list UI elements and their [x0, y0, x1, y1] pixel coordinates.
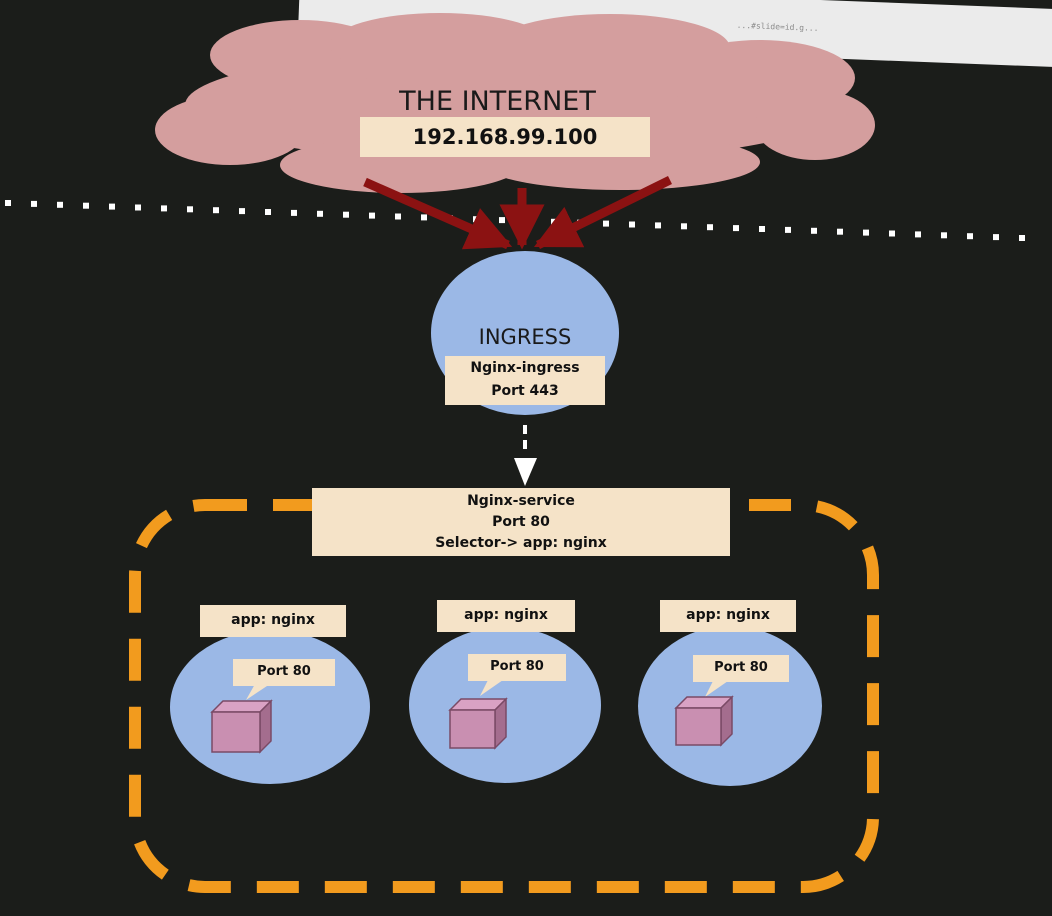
boundary-dot — [83, 202, 89, 209]
boundary-dot — [915, 231, 921, 238]
boundary-dot — [993, 234, 999, 241]
boundary-dot — [5, 200, 11, 206]
boundary-dot — [707, 224, 713, 231]
boundary-dot — [1019, 235, 1025, 241]
ingress-to-service-arrow — [514, 425, 537, 486]
boundary-dot — [421, 214, 427, 221]
container-cube-icon — [448, 697, 508, 750]
service-selector-text: Selector-> app: nginx — [435, 535, 607, 551]
service-name-text: Nginx-service — [467, 493, 575, 509]
boundary-dot — [785, 226, 791, 233]
boundary-dot — [811, 227, 817, 234]
boundary-dot — [889, 230, 895, 237]
ingress-info-label: Nginx-ingress Port 443 — [445, 356, 605, 405]
boundary-dot — [837, 228, 843, 235]
pod-3 — [638, 626, 822, 786]
boundary-dot — [57, 201, 63, 208]
boundary-dot — [395, 213, 401, 220]
boundary-dot — [31, 200, 37, 207]
arrow-down-icon — [514, 458, 537, 486]
internet-to-ingress-arrows — [363, 175, 672, 250]
boundary-dot — [967, 233, 973, 240]
container-cube-icon — [674, 695, 734, 747]
boundary-dot — [681, 223, 687, 230]
boundary-dot — [369, 212, 375, 219]
boundary-dot — [213, 207, 219, 214]
container-cube-icon — [210, 699, 273, 754]
boundary-dot — [551, 218, 557, 225]
boundary-dot — [733, 225, 739, 232]
label-pointer — [480, 680, 503, 696]
boundary-dot — [499, 217, 505, 224]
boundary-dot — [863, 229, 869, 236]
boundary-dot — [135, 204, 141, 211]
internet-title: THE INTERNET — [399, 86, 596, 117]
boundary-dot — [343, 211, 349, 218]
ingress-title: INGRESS — [478, 325, 572, 349]
ingress-controller-text: Nginx-ingress — [470, 360, 580, 376]
boundary-dot — [291, 209, 297, 216]
service-label: Nginx-service Port 80 Selector-> app: ng… — [312, 488, 730, 556]
pod-2-tag: app: nginx — [437, 600, 575, 632]
boundary-dot — [109, 203, 115, 210]
boundary-dot — [239, 208, 245, 215]
pod-3-port-label: Port 80 — [693, 655, 789, 682]
pod-1-tag: app: nginx — [200, 605, 346, 637]
network-boundary-dotted-line — [5, 200, 1025, 241]
boundary-dot — [603, 220, 609, 227]
pod-1-port-label: Port 80 — [233, 659, 335, 686]
pod-3-tag: app: nginx — [660, 600, 796, 632]
boundary-dot — [161, 205, 167, 212]
pod-1 — [170, 630, 370, 784]
boundary-dot — [629, 221, 635, 228]
ingress-port-text: Port 443 — [491, 383, 559, 399]
boundary-dot — [265, 209, 271, 215]
boundary-dot — [473, 216, 479, 223]
boundary-dot — [187, 206, 193, 213]
pod-2-port-label: Port 80 — [468, 654, 566, 681]
internet-ip-label: 192.168.99.100 — [360, 117, 650, 157]
boundary-dot — [941, 232, 947, 239]
label-pointer — [246, 684, 270, 700]
boundary-dot — [317, 210, 323, 217]
label-pointer — [705, 681, 728, 697]
service-port-text: Port 80 — [492, 514, 550, 530]
boundary-dot — [655, 222, 661, 229]
pod-2 — [409, 627, 601, 783]
boundary-dot — [759, 226, 765, 232]
